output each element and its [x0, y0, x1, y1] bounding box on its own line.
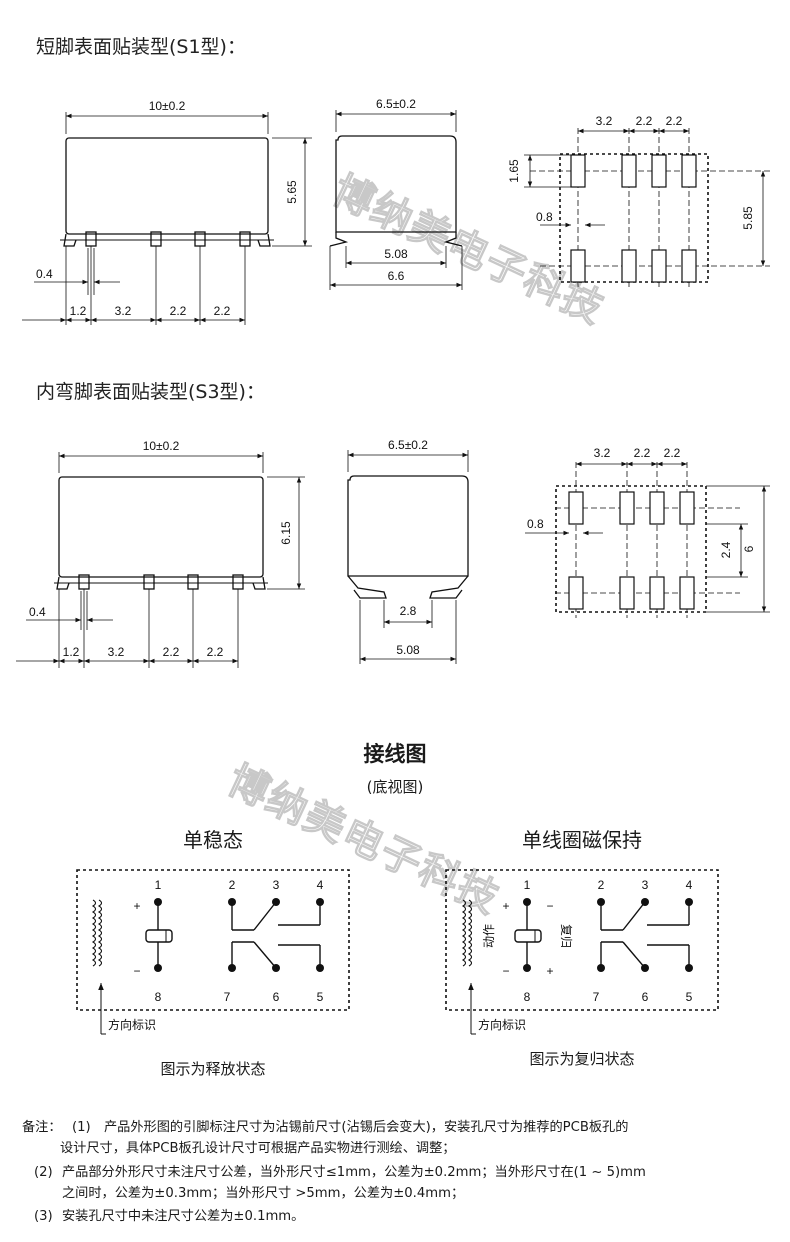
s3-pitch-4-label: 2.2 [207, 645, 224, 659]
lt-pin-7: 7 [593, 990, 600, 1004]
note-2-line-1: 产品部分外形尺寸未注尺寸公差，当外形尺寸≤1mm，公差为±0.2mm；当外形尺寸… [62, 1165, 646, 1180]
s3-pcb-outer-gap-label: 6 [742, 545, 756, 552]
s3-pcb-pitch-3-label: 2.2 [664, 446, 681, 460]
s1-pitch-2-label: 3.2 [115, 304, 132, 318]
lt-pin-1: 1 [524, 878, 531, 892]
lt-pin-6: 6 [642, 990, 649, 1004]
s3-pitch-2-label: 3.2 [108, 645, 125, 659]
s1-heading: 短脚表面贴装型(S1型)： [36, 36, 246, 58]
s3-front-width-label: 10±0.2 [143, 439, 180, 453]
note-3-number: (3) [34, 1209, 53, 1224]
s1-side-view [329, 110, 463, 290]
ss-pin-2: 2 [229, 878, 236, 892]
s1-front-width-label: 10±0.2 [149, 99, 186, 113]
s1-pitch-1-label: 1.2 [70, 304, 87, 318]
single-stable-caption: 图示为释放状态 [160, 1060, 266, 1078]
s1-side-outer-label: 6.6 [388, 269, 405, 283]
s1-pcb-layout [524, 128, 770, 290]
lt-minus-left: − [502, 964, 509, 978]
lt-pin-3: 3 [642, 878, 649, 892]
single-stable-title: 单稳态 [183, 828, 243, 852]
wiring-title: 接线图 [363, 742, 427, 766]
s3-pcb-pad-w-label: 0.8 [527, 517, 544, 531]
s1-side-width-label: 6.5±0.2 [376, 97, 416, 111]
ss-marker-label: 方向标识 [108, 1017, 156, 1032]
s1-side-inner-label: 5.08 [384, 247, 408, 261]
note-1-number: (1) [72, 1120, 91, 1135]
ss-minus: − [133, 964, 140, 978]
s3-side-outer-label: 5.08 [396, 643, 420, 657]
s1-pcb-pad-len-label: 1.65 [507, 159, 521, 183]
lt-pin-8: 8 [524, 990, 531, 1004]
s1-pin-width-label: 0.4 [36, 267, 53, 281]
s1-side-body [335, 135, 457, 233]
s1-pitch-3-label: 2.2 [170, 304, 187, 318]
wiring-single-stable-dots [154, 898, 324, 972]
s1-pcb-pitch-2-label: 2.2 [636, 114, 653, 128]
s3-heading: 内弯脚表面贴装型(S3型)： [36, 381, 265, 403]
ss-pin-5: 5 [317, 990, 324, 1004]
ss-pin-4: 4 [317, 878, 324, 892]
s1-relay-body [65, 137, 269, 235]
ss-pin-3: 3 [273, 878, 280, 892]
s1-pcb-row-gap-label: 5.85 [741, 206, 755, 230]
s3-pcb-layout [525, 461, 770, 618]
s3-pitch-1-label: 1.2 [63, 645, 80, 659]
s1-pcb-pitch-3-label: 2.2 [666, 114, 683, 128]
s3-pcb-pitch-2-label: 2.2 [634, 446, 651, 460]
s3-pitch-3-label: 2.2 [163, 645, 180, 659]
s3-side-view [347, 450, 469, 664]
lt-plus-left: + [502, 899, 509, 913]
watermark-top: 博纳美电子科技 [326, 168, 611, 332]
lt-marker-label: 方向标识 [478, 1017, 526, 1032]
s3-front-view [16, 452, 305, 668]
notes-label: 备注： [22, 1120, 62, 1135]
note-1-line-2: 设计尺寸，具体PCB板孔设计尺寸可根据产品实物进行测绘、调整； [60, 1141, 456, 1156]
lt-pin-4: 4 [686, 878, 693, 892]
s3-pcb-pitch-1-label: 3.2 [594, 446, 611, 460]
s1-front-height-label: 5.65 [285, 180, 299, 204]
wiring-single-stable [76, 869, 350, 1035]
wiring-latching-dots [523, 898, 693, 972]
ss-plus: + [133, 899, 140, 913]
ss-pin-8: 8 [155, 990, 162, 1004]
s1-pcb-pad-w-label: 0.8 [536, 210, 553, 224]
ss-pin-6: 6 [273, 990, 280, 1004]
lt-reset-label: 复归 [559, 924, 573, 948]
latching-title: 单线圈磁保持 [522, 828, 642, 852]
s1-pitch-4-label: 2.2 [214, 304, 231, 318]
lt-minus-right: − [546, 899, 553, 913]
s1-pcb-pitch-1-label: 3.2 [596, 114, 613, 128]
s3-relay-body [58, 476, 264, 578]
lt-act-label: 动作 [482, 924, 496, 948]
note-2-line-2: 之间时，公差为±0.3mm；当外形尺寸 >5mm，公差为±0.4mm； [62, 1186, 465, 1201]
ss-pin-1: 1 [155, 878, 162, 892]
latching-caption: 图示为复归状态 [529, 1050, 635, 1068]
wiring-subtitle: (底视图) [366, 778, 424, 796]
s3-pcb-inner-gap-label: 2.4 [719, 541, 733, 558]
s1-front-view [22, 112, 312, 325]
s3-side-body [347, 475, 469, 577]
lt-plus-right: + [546, 964, 553, 978]
note-3-line-1: 安装孔尺寸中未注尺寸公差为±0.1mm。 [62, 1209, 305, 1224]
s3-side-inner-label: 2.8 [400, 604, 417, 618]
lt-pin-5: 5 [686, 990, 693, 1004]
s3-side-width-label: 6.5±0.2 [388, 438, 428, 452]
note-2-number: (2) [34, 1165, 53, 1180]
ss-pin-7: 7 [224, 990, 231, 1004]
s3-pin-width-label: 0.4 [29, 605, 46, 619]
note-1-line-1: 产品外形图的引脚标注尺寸为沾锡前尺寸(沾锡后会变大)，安装孔尺寸为推荐的PCB板… [104, 1120, 629, 1135]
s3-front-height-label: 6.15 [279, 521, 293, 545]
lt-pin-2: 2 [598, 878, 605, 892]
